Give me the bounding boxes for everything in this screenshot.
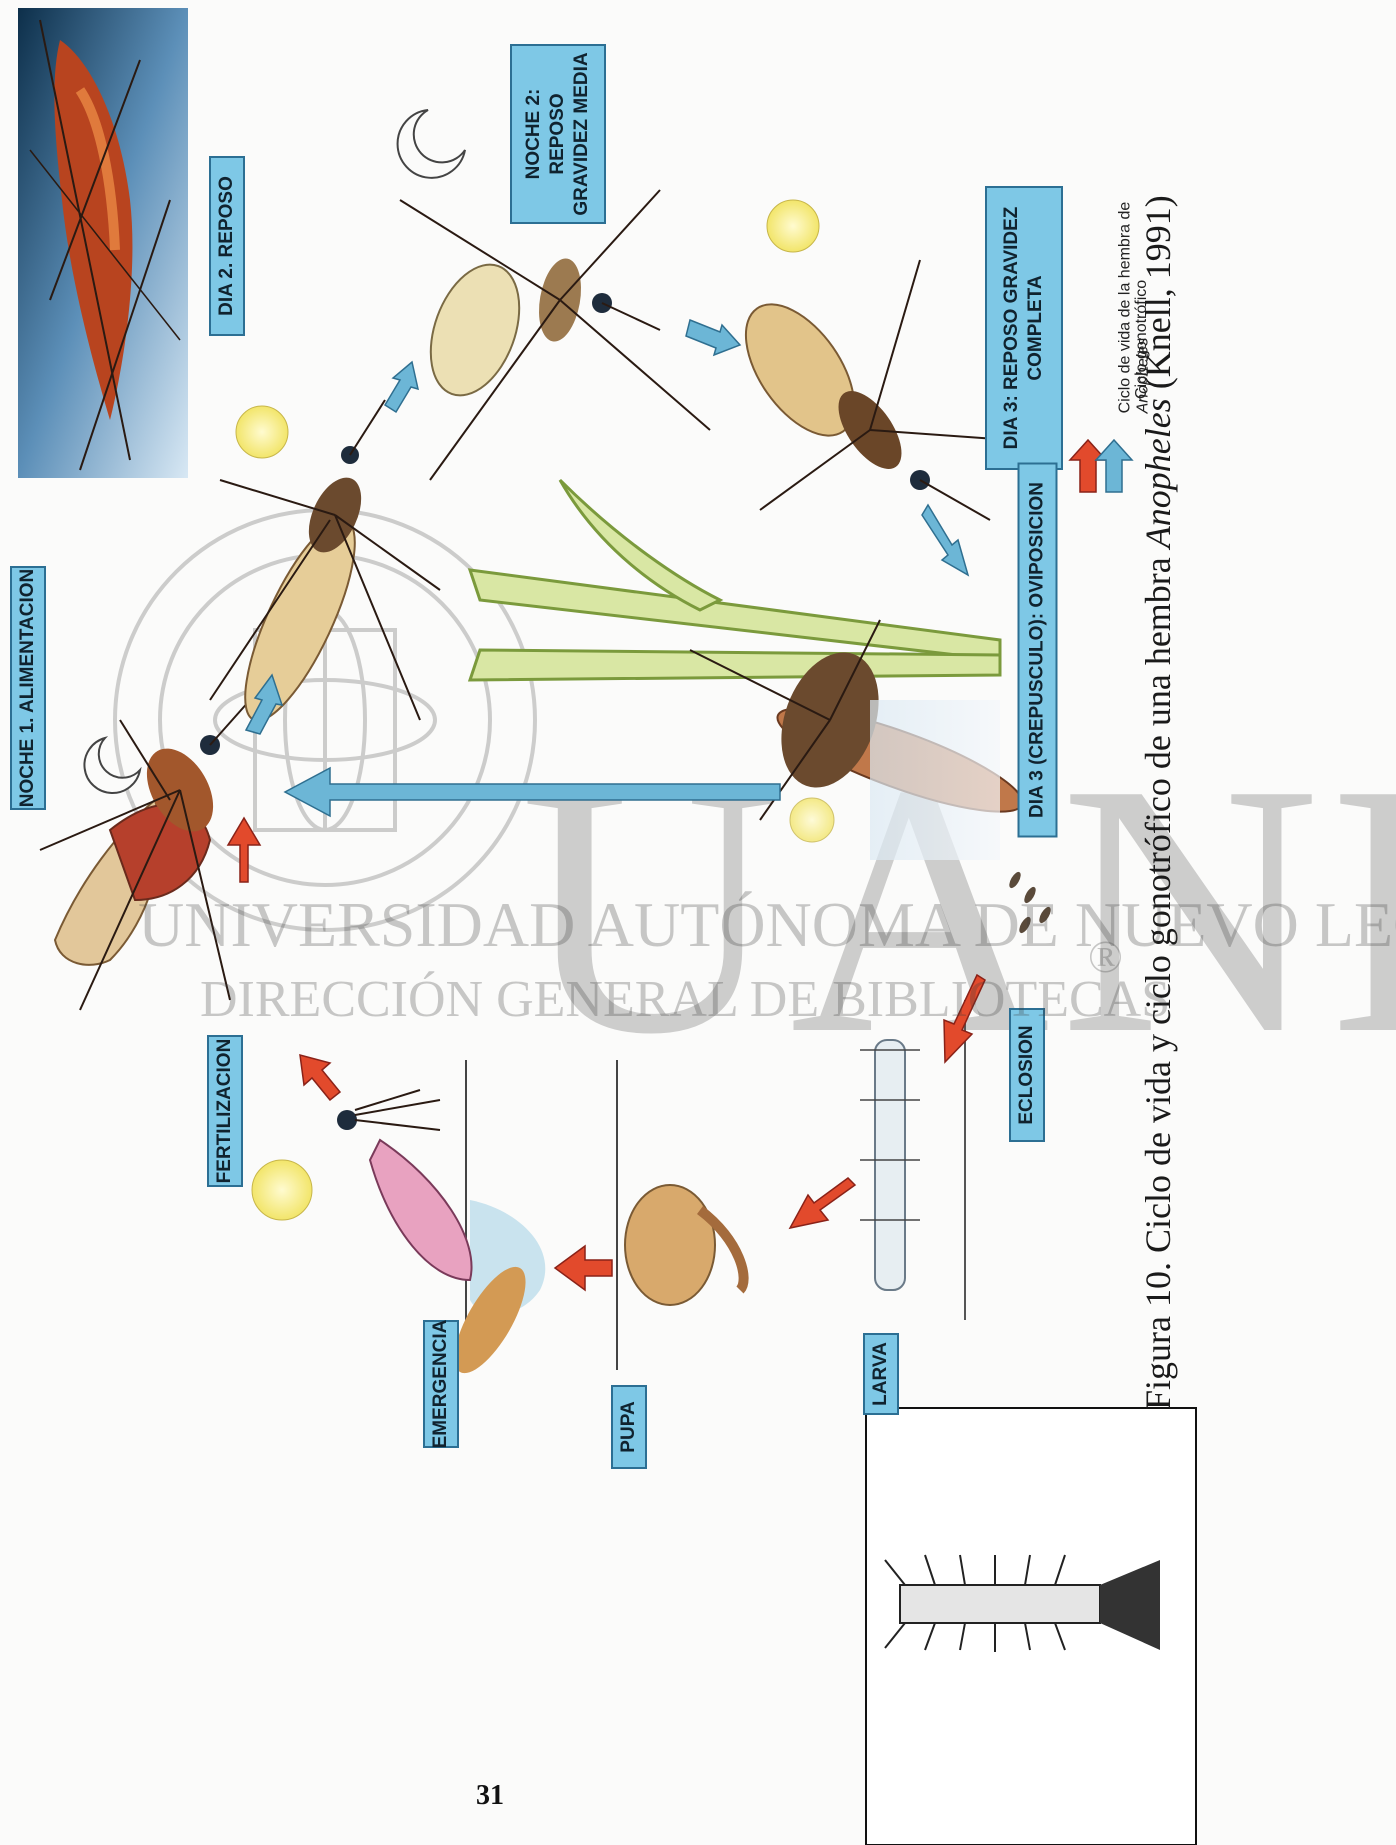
legend-red-arrow bbox=[1070, 440, 1106, 492]
blue-arrow-2 bbox=[385, 362, 418, 412]
red-arrow-larva bbox=[790, 1178, 855, 1228]
red-arrow-emergence bbox=[300, 1055, 340, 1100]
label-noche-2: NOCHE 2: REPOSO GRAVIDEZ MEDIA bbox=[510, 44, 606, 224]
label-dia-2-text: DIA 2. REPOSO bbox=[216, 176, 238, 316]
label-emergencia: EMERGENCIA bbox=[423, 1320, 459, 1448]
grass-stems bbox=[470, 480, 1000, 680]
larva-photo-box bbox=[866, 1408, 1196, 1845]
label-noche-1: NOCHE 1. ALIMENTACION bbox=[10, 566, 46, 810]
label-dia-3-oviposicion-text: DIA 3 (CREPUSCULO): OVIPOSICION bbox=[1027, 482, 1049, 818]
label-noche-2-line2: REPOSO bbox=[546, 93, 570, 174]
water-surface bbox=[870, 700, 1000, 860]
label-noche-2-line1: NOCHE 2: bbox=[522, 89, 546, 180]
label-dia-2: DIA 2. REPOSO bbox=[209, 156, 245, 336]
mosquito-photo bbox=[18, 8, 188, 478]
label-dia-3-reposo: DIA 3: REPOSO GRAVIDEZ COMPLETA bbox=[985, 186, 1063, 470]
label-fertilizacion-text: FERTILIZACION bbox=[214, 1039, 236, 1184]
label-larva-text: LARVA bbox=[870, 1342, 892, 1406]
label-noche-2-line3: GRAVIDEZ MEDIA bbox=[570, 52, 594, 215]
blue-arrow-4 bbox=[922, 505, 968, 575]
label-dia-3-oviposicion: DIA 3 (CREPUSCULO): OVIPOSICION bbox=[1018, 463, 1058, 838]
label-pupa: PUPA bbox=[611, 1385, 647, 1469]
watermark-library: DIRECCIÓN GENERAL DE BIBLIOTECAS bbox=[200, 970, 1170, 1029]
caption-citation: (Knell, 1991) bbox=[1138, 195, 1178, 389]
red-arrow-pupa bbox=[555, 1246, 612, 1290]
legend-blue-arrow bbox=[1096, 440, 1132, 492]
watermark-university: UNIVERSIDAD AUTÓNOMA DE NUEVO LEÓN bbox=[138, 888, 1396, 962]
page-number: 31 bbox=[476, 1780, 504, 1812]
mosquito-night2 bbox=[400, 190, 710, 480]
label-fertilizacion: FERTILIZACION bbox=[207, 1035, 243, 1187]
blue-arrow-3 bbox=[686, 320, 740, 355]
label-emergencia-text: EMERGENCIA bbox=[430, 1320, 452, 1449]
label-dia-3-line2: COMPLETA bbox=[1024, 275, 1048, 380]
caption-genus: Anopheles bbox=[1138, 398, 1178, 548]
label-noche-1-text: NOCHE 1. ALIMENTACION bbox=[17, 569, 39, 808]
label-larva: LARVA bbox=[863, 1333, 899, 1415]
legend-swatches bbox=[1070, 440, 1132, 492]
label-eclosion-text: ECLOSION bbox=[1016, 1025, 1038, 1124]
caption-prefix: Figura 10. bbox=[1138, 1262, 1178, 1410]
mosquito-feeding bbox=[40, 700, 250, 1010]
watermark-registered: ® bbox=[1088, 930, 1123, 983]
mosquito-gravid-day3 bbox=[724, 260, 1010, 520]
label-pupa-text: PUPA bbox=[618, 1401, 640, 1452]
label-dia-3-line1: DIA 3: REPOSO GRAVIDEZ bbox=[1000, 207, 1024, 450]
